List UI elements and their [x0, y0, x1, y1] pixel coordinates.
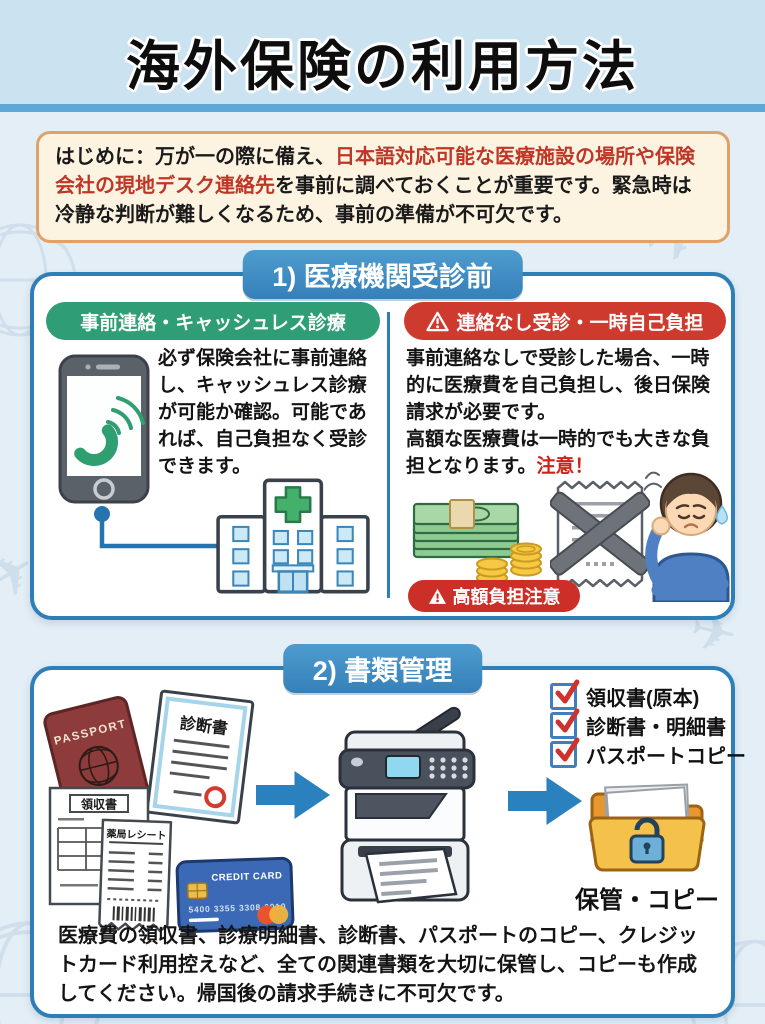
section1-left-body: 必ず保険会社に事前連絡し、キャッシュレス診療が可能か確認。可能であれば、自己負担… — [158, 348, 368, 477]
arrow-right-icon — [508, 777, 582, 825]
warning-triangle-icon — [428, 588, 446, 604]
section1-left-header-label: 事前連絡・キャッシュレス診療 — [80, 312, 346, 334]
section2-header: 2) 書類管理 — [282, 644, 483, 693]
diagnosis-document-icon: 診断書 — [145, 689, 255, 825]
worried-person-illustration — [644, 471, 730, 602]
high-cost-warning-badge: 高額負担注意 — [408, 580, 580, 612]
checklist-item: 診断書・明細書 — [550, 708, 746, 739]
credit-card-label: CREDIT CARD — [211, 870, 282, 883]
rejected-receipt-icon — [550, 480, 650, 588]
checklist-item-label: 領収書(原本) — [586, 687, 700, 710]
section1-right-header: 連絡なし受診・一時自己負担 — [404, 302, 726, 340]
checklist-item: パスポートコピー — [550, 737, 746, 768]
section1-left-header: 事前連絡・キャッシュレス診療 — [46, 302, 380, 340]
title-band-divider — [0, 104, 765, 112]
locked-folder-icon — [588, 783, 706, 872]
receipt-label: 領収書 — [80, 797, 117, 812]
warning-triangle-icon — [426, 311, 450, 331]
section1-right-body: 事前連絡なしで受診した場合、一時的に医療費を自己負担し、後日保険請求が必要です。… — [406, 346, 728, 481]
pharmacy-receipt-label: 薬局レシート — [105, 827, 166, 842]
section1-header: 1) 医療機関受診前 — [242, 250, 523, 299]
section1-card: 事前連絡・キャッシュレス診療 必ず保険会社に事前連絡し、キャッシュレス診療が可能… — [30, 272, 735, 620]
checkbox-icon — [550, 679, 580, 710]
column-divider — [387, 312, 390, 598]
intro-box: はじめに：万が一の際に備え、日本語対応可能な医療施設の場所や保険会社の現地デスク… — [36, 131, 730, 243]
credit-card-icon: CREDIT CARD 5400 3355 3308 0010 — [175, 856, 295, 934]
folder-label: 保管・コピー — [575, 887, 719, 914]
copier-icon — [338, 706, 476, 904]
page-title: 海外保険の利用方法 — [126, 37, 639, 97]
title-band — [0, 0, 765, 104]
phone-icon — [58, 354, 150, 504]
caution-label: 注意！ — [536, 455, 594, 477]
document-checklist: 領収書(原本) 診断書・明細書 パスポートコピー — [550, 679, 746, 769]
pharmacy-receipt-icon: 薬局レシート — [98, 818, 173, 933]
section2-card: PASSPORT 診断書 領収書 — [30, 666, 746, 1018]
section2-body: 医療費の領収書、診療明細書、診断書、パスポートのコピー、クレジットカード利用控え… — [58, 925, 698, 1005]
checkbox-icon — [550, 708, 580, 739]
hospital-icon — [216, 478, 370, 594]
checklist-item: 領収書(原本) — [550, 679, 746, 710]
intro-text-prefix: はじめに：万が一の際に備え、 — [55, 146, 335, 168]
checkbox-icon — [550, 737, 580, 768]
intro-text-suffix: を事前に調べておくことが重要です。緊急時は冷静な判断が難しくなるため、事前の準備… — [55, 175, 692, 227]
checklist-item-label: 診断書・明細書 — [586, 716, 726, 739]
high-cost-warning-label: 高額負担注意 — [452, 587, 561, 607]
money-icon — [412, 499, 542, 585]
arrow-right-icon — [256, 771, 330, 819]
section1-right-body2: 高額な医療費は一時的でも大きな負担となります。 — [406, 428, 711, 477]
intro-text-highlight: 日本語対応可能な医療施設の場所や保険会社の現地デスク連絡先 — [55, 146, 695, 198]
checklist-item-label: パスポートコピー — [586, 745, 746, 768]
section1-right-body1: 事前連絡なしで受診した場合、一時的に医療費を自己負担し、後日保険請求が必要です。 — [406, 348, 711, 423]
section1-right-header-label: 連絡なし受診・一時自己負担 — [456, 312, 704, 334]
